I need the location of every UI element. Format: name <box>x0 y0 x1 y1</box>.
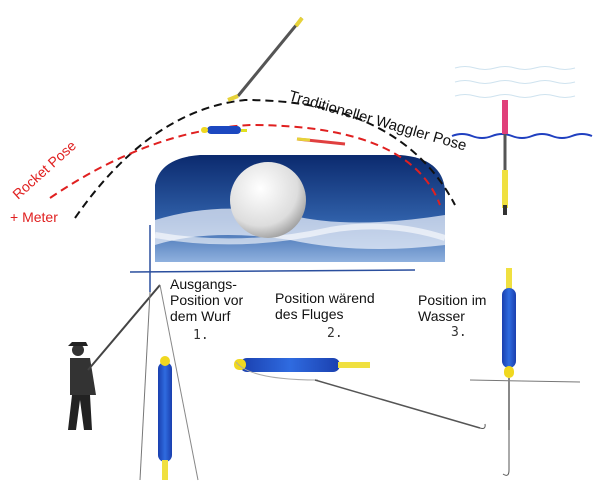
step-1-label: Ausgangs- Position vor dem Wurf <box>170 276 244 324</box>
step-3-label: Position im Wasser <box>418 292 487 324</box>
x-axis-line <box>129 269 416 273</box>
waggler-float-top <box>227 16 304 102</box>
rocket-float-in-flight <box>201 126 247 134</box>
step-2-label: Position wärend des Fluges <box>275 290 375 322</box>
golf-ball-sky-image <box>154 155 446 262</box>
water-surface-illustration <box>451 66 593 215</box>
golf-ball <box>230 162 306 238</box>
float-position-1 <box>158 356 172 480</box>
angler-figure <box>68 284 199 481</box>
waggler-float-in-flight <box>296 137 346 146</box>
step-2-number: 2. <box>327 326 343 341</box>
step-3-number: 3. <box>451 325 467 340</box>
float-position-2 <box>234 358 486 429</box>
rocket-pose-label: Rocket Pose <box>9 137 79 202</box>
float-position-3 <box>469 268 581 476</box>
step-1-number: 1. <box>193 328 209 343</box>
traditional-waggler-arc <box>74 98 456 219</box>
meter-label: + Meter <box>10 209 58 225</box>
rocket-pose-arc <box>49 123 441 206</box>
